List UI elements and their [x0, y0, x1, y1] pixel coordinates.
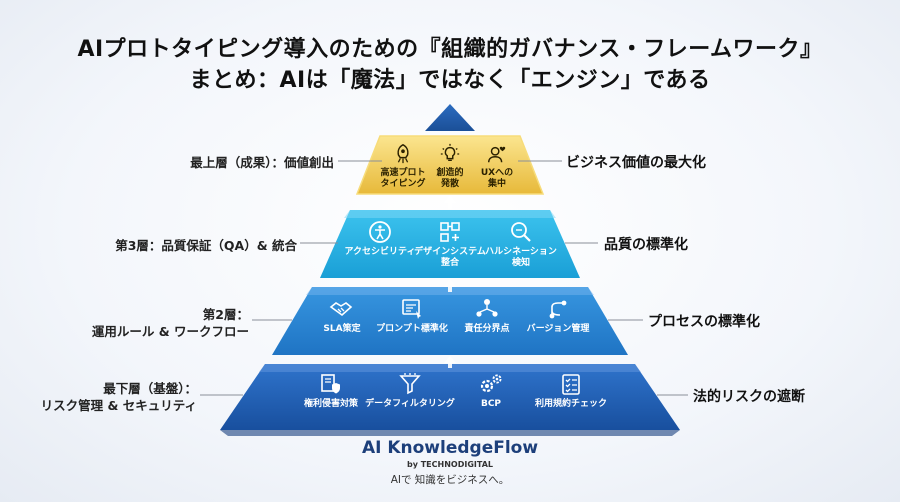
magnifier-icon [511, 222, 531, 242]
item-hallucination-detection: ハルシネーション 検知 [478, 220, 564, 269]
filter-icon [399, 373, 421, 395]
item-terms-check: 利用規約チェック [530, 372, 612, 410]
team-icon [476, 299, 498, 317]
version-icon [549, 300, 567, 319]
item-label: 創造的 発散 [436, 168, 464, 189]
left-label-top: 最上層（成果）：価値創出 [190, 155, 334, 170]
item-label: データフィルタリング [365, 399, 455, 409]
item-infringement: 権利侵害対策 [296, 372, 366, 410]
right-label-top: ビジネス価値の最大化 [566, 155, 706, 171]
pyramid-apex [425, 104, 475, 131]
item-label: デザインシステム 整合 [414, 247, 486, 268]
pyramid-layer-2 [272, 287, 628, 355]
item-sla: SLA策定 [310, 297, 374, 335]
item-label: SLA策定 [323, 324, 361, 334]
connector-lines [200, 160, 688, 396]
item-label: 利用規約チェック [534, 399, 607, 409]
lightbulb-icon [440, 143, 460, 162]
left-label-bottom-line1: 最下層（基盤）： [103, 381, 197, 396]
item-data-filtering: データフィルタリング [364, 372, 456, 410]
item-label: UXへの 集中 [480, 168, 514, 189]
left-label-layer2-line2: 運用ルール & ワークフロー [91, 324, 249, 339]
left-label-bottom-line2: リスク管理 & セキュリティ [40, 398, 197, 413]
item-prompt-standardization: プロンプト標準化 [372, 297, 452, 335]
right-label-layer2: プロセスの標準化 [648, 314, 760, 330]
item-label: 責任分界点 [464, 324, 510, 334]
item-label: ハルシネーション 検知 [485, 247, 557, 268]
user-heart-icon [488, 146, 506, 163]
brand-tagline: AIで 知識をビジネスへ。 [390, 474, 510, 486]
item-label: バージョン管理 [526, 324, 590, 334]
brand-logo-name: AI KnowledgeFlow [361, 438, 539, 458]
item-bcp: BCP [466, 372, 516, 410]
handshake-icon [329, 302, 353, 317]
gears-icon [480, 374, 502, 393]
item-rapid-prototyping: 高速プロト タイピング [378, 143, 428, 190]
item-label: 高速プロト タイピング [380, 168, 426, 189]
item-accessibility: アクセシビリティ [340, 220, 420, 258]
checklist-icon [562, 374, 580, 395]
prompt-icon [402, 299, 421, 319]
title-line-2: まとめ：AIは「魔法」ではなく「エンジン」である [189, 68, 711, 93]
rocket-icon [397, 144, 409, 164]
accessibility-icon [369, 221, 391, 243]
item-responsibility: 責任分界点 [454, 297, 520, 335]
item-creative-divergence: 創造的 発散 [425, 143, 475, 190]
item-ux-focus: UXへの 集中 [472, 143, 522, 190]
item-label: アクセシビリティ [344, 247, 416, 257]
design-system-icon [440, 222, 460, 242]
brand-by: by TECHNODIGITAL [407, 460, 493, 469]
item-label: 権利侵害対策 [303, 399, 358, 409]
right-label-bottom: 法的リスクの遮断 [693, 389, 805, 405]
left-label-layer3: 第3層：品質保証（QA）& 統合 [115, 238, 297, 253]
title-line-1: AIプロトタイピング導入のための『組織的ガバナンス・フレームワーク』 [77, 37, 823, 62]
item-label: プロンプト標準化 [376, 324, 448, 334]
shield-doc-icon [321, 374, 340, 394]
pyramid-layer-bottom [220, 364, 680, 430]
left-label-layer2-line1: 第2層： [202, 307, 249, 322]
right-label-layer3: 品質の標準化 [604, 237, 688, 253]
item-design-system: デザインシステム 整合 [410, 220, 490, 269]
pyramid-layer-3 [320, 210, 580, 278]
item-label: BCP [480, 399, 502, 409]
upward-arrows [444, 195, 456, 368]
item-version-control: バージョン管理 [522, 297, 594, 335]
